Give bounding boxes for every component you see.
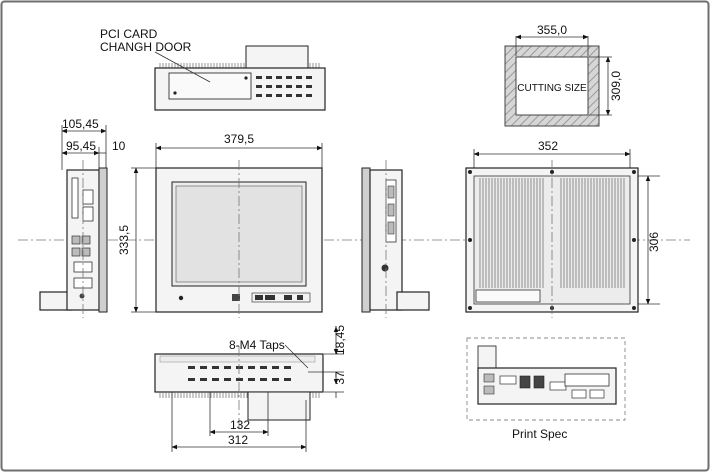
vent-slot bbox=[256, 85, 262, 88]
print-spec-caption: Print Spec bbox=[512, 427, 567, 441]
vent-slot bbox=[296, 76, 302, 79]
side-depth-total-label: 105,45 bbox=[62, 117, 99, 131]
cutout-height-label: 309,0 bbox=[609, 71, 623, 101]
vent-slot bbox=[286, 94, 292, 97]
side-bezel-label: 10 bbox=[112, 139, 126, 153]
vent-slot bbox=[188, 366, 195, 369]
pci-card-door bbox=[168, 72, 252, 100]
vent-slot bbox=[306, 76, 312, 79]
vent-slot bbox=[256, 94, 262, 97]
vent-slot bbox=[236, 378, 243, 381]
vent-slot bbox=[236, 366, 243, 369]
vent-slot bbox=[248, 366, 255, 369]
taps-callout-label: 8-M4 Taps bbox=[229, 338, 285, 352]
vent-slot bbox=[248, 378, 255, 381]
left-side-view: 105,45 95,45 10 bbox=[39, 117, 126, 318]
power-led bbox=[178, 295, 184, 301]
bottom-height-b-label: 37 bbox=[333, 371, 347, 385]
vent-slot bbox=[212, 366, 219, 369]
vent-slot bbox=[296, 94, 302, 97]
vent-slot bbox=[188, 378, 195, 381]
vent-slot bbox=[272, 378, 279, 381]
rear-view: 352 306 bbox=[465, 139, 661, 318]
right-side-bracket bbox=[396, 291, 430, 311]
vent-slot bbox=[286, 76, 292, 79]
taps-callout-leader bbox=[284, 344, 309, 369]
front-width-label: 379,5 bbox=[224, 132, 254, 146]
vent-slot bbox=[200, 378, 207, 381]
right-side-bezel bbox=[361, 167, 371, 313]
front-control-strip bbox=[251, 292, 311, 303]
rear-io-plate bbox=[475, 289, 541, 303]
rear-height-label: 306 bbox=[647, 232, 661, 252]
bottom-width-inner-label: 132 bbox=[230, 418, 250, 432]
pci-callout-leader bbox=[154, 51, 211, 83]
vent-slot bbox=[200, 366, 207, 369]
vent-slot bbox=[284, 366, 291, 369]
print-spec-frame bbox=[466, 337, 626, 421]
vent-slot bbox=[266, 76, 272, 79]
vent-slot bbox=[224, 366, 231, 369]
vent-slot bbox=[260, 378, 267, 381]
front-height-label: 333,5 bbox=[117, 225, 131, 255]
vent-slot bbox=[260, 366, 267, 369]
print-spec-view: Print Spec bbox=[466, 337, 626, 441]
vent-slot bbox=[276, 85, 282, 88]
vent-slot bbox=[276, 76, 282, 79]
vent-slot bbox=[212, 378, 219, 381]
front-view: 379,5 333,5 bbox=[117, 132, 323, 318]
vent-slot bbox=[284, 378, 291, 381]
side-depth-body-label: 95,45 bbox=[66, 139, 96, 153]
rear-width-label: 352 bbox=[538, 139, 558, 153]
pci-callout-line1: PCI CARD bbox=[100, 27, 158, 41]
side-view-bezel bbox=[98, 167, 108, 313]
bottom-width-outer-label: 312 bbox=[228, 433, 248, 447]
top-view: PCI CARD CHANGH DOOR bbox=[100, 27, 326, 111]
right-side-view bbox=[361, 160, 430, 318]
vent-slot bbox=[306, 85, 312, 88]
vent-slot bbox=[276, 94, 282, 97]
vent-slot bbox=[224, 378, 231, 381]
cutout-width-label: 355,0 bbox=[537, 23, 567, 37]
bottom-view-card-slot bbox=[247, 391, 311, 421]
vent-slot bbox=[286, 85, 292, 88]
bottom-height-a-label: 18,45 bbox=[333, 325, 347, 355]
vent-slot bbox=[256, 76, 262, 79]
vent-slot bbox=[306, 94, 312, 97]
vent-slot bbox=[296, 85, 302, 88]
front-button bbox=[232, 294, 240, 301]
pci-callout-line2: CHANGH DOOR bbox=[100, 40, 192, 54]
vent-slot bbox=[272, 366, 279, 369]
vent-slot bbox=[266, 94, 272, 97]
top-view-card-slot bbox=[245, 45, 309, 69]
cutout-label: CUTTING SIZE bbox=[517, 83, 587, 94]
cutout-view: CUTTING SIZE 355,0 309,0 bbox=[504, 23, 623, 127]
bottom-view: 8-M4 Taps 18,45 37 132 312 bbox=[154, 325, 347, 452]
vent-slot bbox=[266, 85, 272, 88]
cutout-opening bbox=[515, 56, 589, 116]
